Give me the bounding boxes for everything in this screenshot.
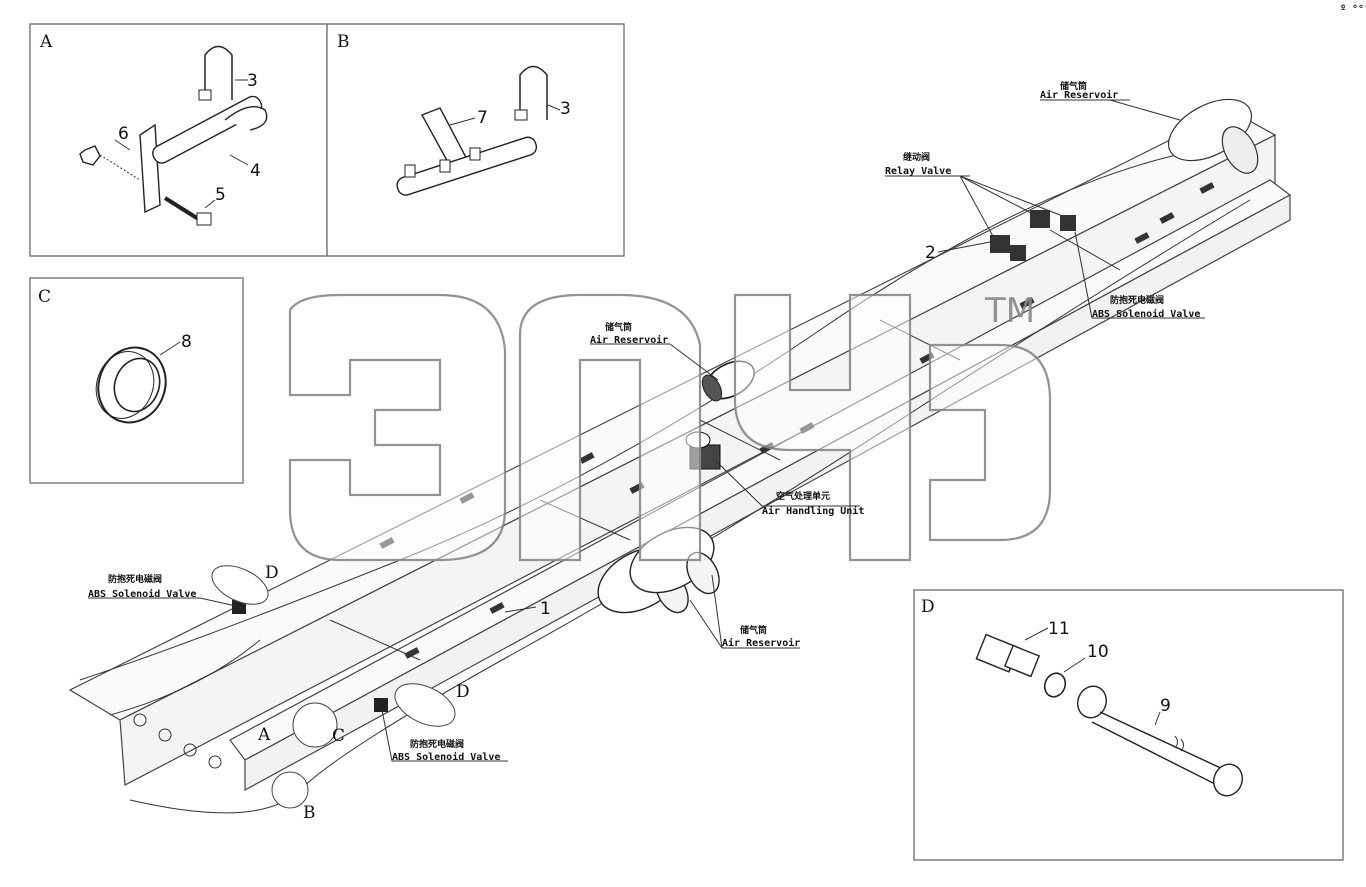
inset-d-part-10: 10 [1087,642,1109,662]
inset-b-part-3: 3 [560,99,571,119]
inset-b: B 3 7 [326,23,625,257]
inset-c-part-8: 8 [181,332,192,352]
detail-circle-b [271,771,309,809]
label-air-reservoir-top-en: Air Reservoir [1040,89,1118,101]
label-abs-right-cn: 防抱死电磁阀 [1110,294,1164,306]
part-2-label: 2 [925,243,936,263]
air-handling-unit [685,431,721,470]
abs-valves [232,600,388,712]
label-air-reservoir-top-cn: 储气筒 [1060,80,1087,92]
hub-detail-upper [211,565,269,605]
label-abs-left-cn: 防抱死电磁阀 [108,573,162,585]
detail-circle-c [292,702,338,748]
inset-a-part-3: 3 [247,71,258,91]
label-abs-right-en: ABS Solenoid Valve [1092,308,1200,320]
inset-a-part-5: 5 [215,185,226,205]
ref-b: B [303,803,316,823]
inset-b-title: B [337,32,350,52]
air-reservoir-middle [701,360,755,402]
ref-a: A [257,725,271,745]
inset-a: A 3 4 5 6 [29,23,328,257]
inset-d-part-9: 9 [1160,696,1171,716]
label-air-reservoir-mid-cn: 储气筒 [605,321,632,333]
inset-c: C 8 [29,277,244,484]
label-relay-valve-en: Relay Valve [885,166,951,177]
label-abs-bottom-en: ABS Solenoid Valve [392,751,500,763]
label-air-reservoir-mid-en: Air Reservoir [590,334,668,346]
label-abs-bottom-cn: 防抱死电磁阀 [410,738,464,750]
watermark-tm: TM [984,291,1035,331]
label-air-handling-en: Air Handling Unit [762,505,864,517]
hub-detail-lower [394,683,456,727]
ref-d-lower: D [456,682,470,702]
air-reservoir-rear [1167,98,1259,174]
label-air-reservoir-low-cn: 储气筒 [740,624,767,636]
label-air-reservoir-low-en: Air Reservoir [722,637,800,649]
inset-c-title: C [38,287,51,307]
label-abs-left-en: ABS Solenoid Valve [88,588,196,600]
inset-a-part-4: 4 [250,161,261,181]
inset-a-title: A [39,32,53,52]
part-1-label: 1 [540,599,551,619]
watermark: TM [288,291,1052,562]
air-reservoir-pair [597,526,720,614]
ref-c: C [332,726,345,746]
inset-d-part-11: 11 [1048,619,1070,639]
ref-d-upper: D [265,563,279,583]
inset-a-part-6: 6 [118,124,129,144]
corner-mark: º °°° [1340,4,1366,15]
inset-d: D 11 10 9 [913,589,1344,861]
label-air-handling-cn: 空气处理单元 [776,490,830,502]
label-relay-valve-cn: 继动阀 [903,151,930,163]
inset-d-title: D [921,597,935,617]
inset-b-part-7: 7 [477,108,488,128]
